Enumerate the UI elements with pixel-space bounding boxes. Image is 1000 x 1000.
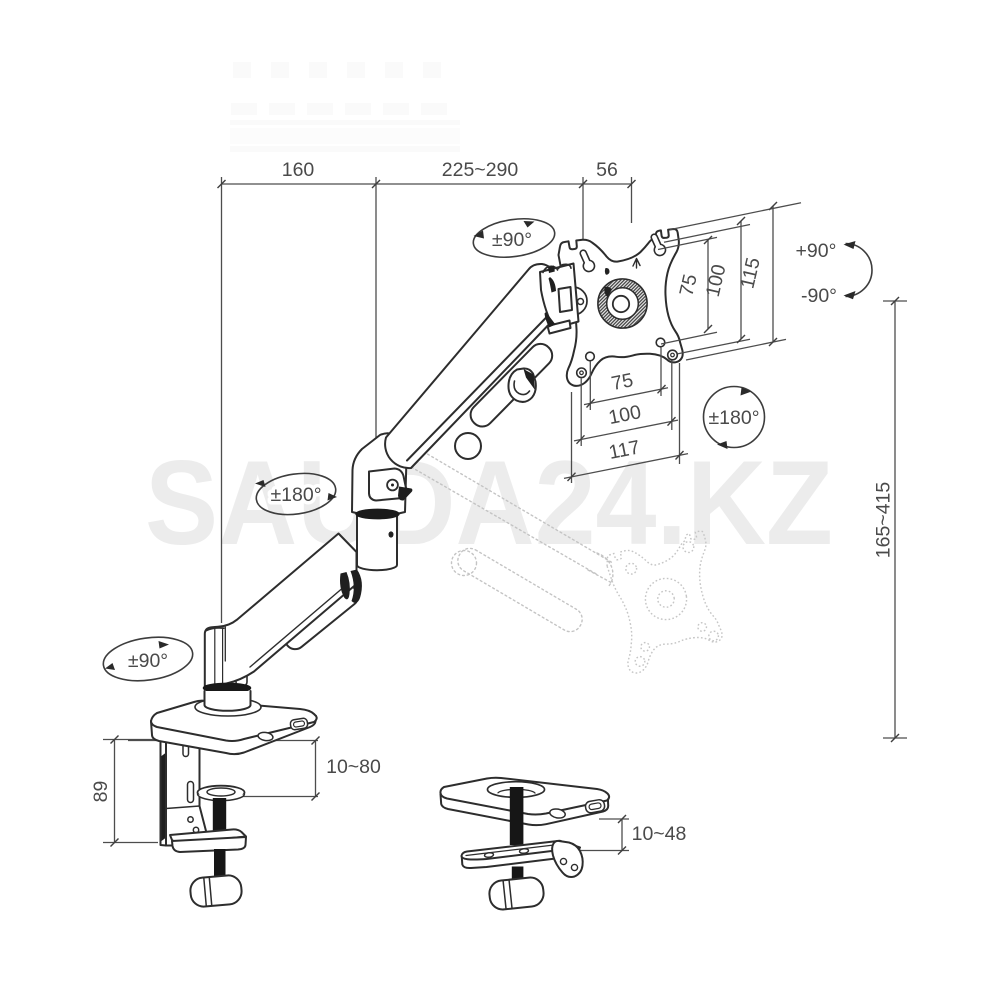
svg-text:±180°: ±180°: [708, 407, 759, 429]
svg-text:160: 160: [282, 159, 315, 181]
svg-text:+90°: +90°: [796, 240, 837, 262]
svg-text:89: 89: [90, 781, 112, 803]
svg-text:225~290: 225~290: [442, 159, 519, 181]
svg-text:±180°: ±180°: [270, 484, 321, 506]
svg-text:56: 56: [596, 159, 618, 181]
svg-text:10~80: 10~80: [326, 756, 381, 778]
svg-text:165~415: 165~415: [873, 482, 895, 559]
svg-text:10~48: 10~48: [632, 823, 687, 845]
svg-text:SAUDA24.KZ: SAUDA24.KZ: [145, 436, 833, 570]
svg-text:-90°: -90°: [801, 285, 837, 307]
svg-text:75: 75: [675, 272, 701, 298]
svg-text:±90°: ±90°: [128, 650, 168, 672]
svg-text:75: 75: [610, 369, 636, 395]
svg-text:±90°: ±90°: [492, 229, 532, 251]
